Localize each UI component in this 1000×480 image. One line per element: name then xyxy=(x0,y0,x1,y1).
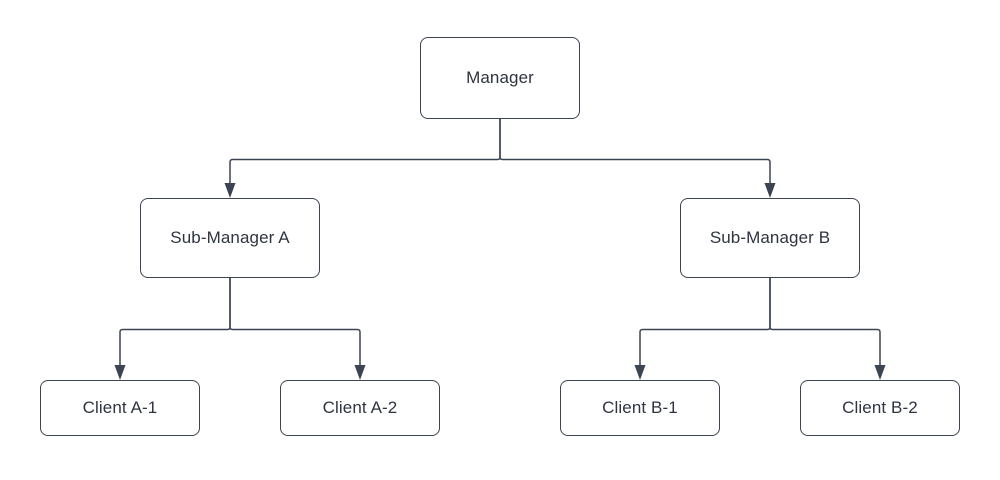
node-sub-manager-a[interactable]: Sub-Manager A xyxy=(140,198,320,278)
edge-manager-to-submanager-b xyxy=(499,119,776,198)
arrowhead-icon xyxy=(764,183,776,198)
node-sub-manager-b-label: Sub-Manager B xyxy=(709,227,831,247)
node-client-b2-label: Client B-2 xyxy=(842,397,918,417)
node-client-b2[interactable]: Client B-2 xyxy=(800,380,960,436)
node-client-a2-label: Client A-2 xyxy=(322,397,398,417)
arrowhead-icon xyxy=(114,365,126,380)
arrowhead-icon xyxy=(634,365,646,380)
edge-submanager-b-to-client-b1 xyxy=(634,278,771,380)
edge-manager-to-submanager-a xyxy=(224,119,501,198)
node-client-a1-label: Client A-1 xyxy=(82,397,158,417)
edge-submanager-b-to-client-b2 xyxy=(769,278,886,380)
edge-submanager-a-to-client-a2 xyxy=(229,278,366,380)
node-client-b1[interactable]: Client B-1 xyxy=(560,380,720,436)
arrowhead-icon xyxy=(874,365,886,380)
node-client-a1[interactable]: Client A-1 xyxy=(40,380,200,436)
arrowhead-icon xyxy=(354,365,366,380)
edge-submanager-a-to-client-a1 xyxy=(114,278,231,380)
node-manager[interactable]: Manager xyxy=(420,37,580,119)
node-client-b1-label: Client B-1 xyxy=(602,397,678,417)
node-manager-label: Manager xyxy=(466,67,534,87)
node-sub-manager-a-label: Sub-Manager A xyxy=(170,227,290,247)
node-sub-manager-b[interactable]: Sub-Manager B xyxy=(680,198,860,278)
node-client-a2[interactable]: Client A-2 xyxy=(280,380,440,436)
arrowhead-icon xyxy=(224,183,236,198)
